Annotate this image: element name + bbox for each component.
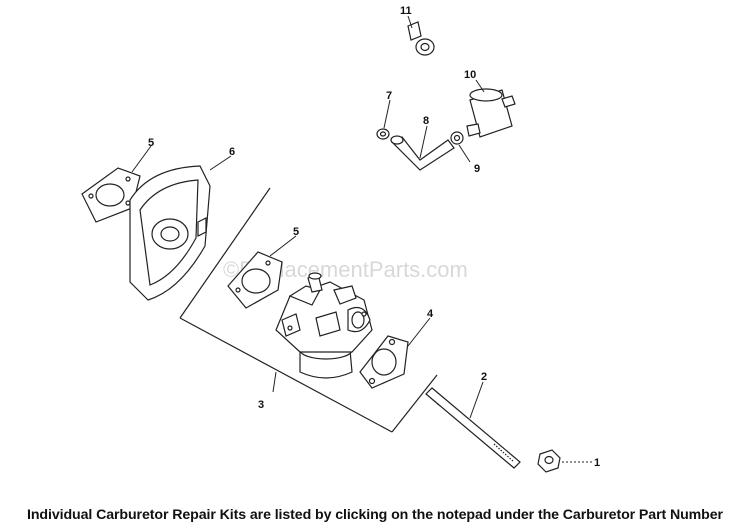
callout-3[interactable]: 3 [258, 399, 264, 411]
repair-kit-note: Individual Carburetor Repair Kits are li… [27, 507, 723, 523]
air-cleaner-base-part[interactable] [129, 165, 211, 301]
hose-clamp-left-part[interactable] [376, 128, 390, 140]
leader-lines [131, 15, 592, 463]
callout-9[interactable]: 9 [474, 163, 480, 175]
callout-10[interactable]: 10 [464, 69, 476, 81]
gasket-upper-part[interactable] [81, 167, 141, 223]
fuel-line-part[interactable] [390, 135, 455, 171]
callout-8[interactable]: 8 [423, 115, 429, 127]
callout-6[interactable]: 6 [229, 146, 235, 158]
carburetor-assembly-bracket [179, 187, 438, 433]
parts-diagram: ©ReplacementParts.com [81, 5, 600, 473]
callout-2[interactable]: 2 [481, 371, 487, 383]
carburetor-gasket-part[interactable] [359, 335, 409, 389]
fuel-filter-part[interactable] [466, 88, 516, 138]
gasket-lower-part[interactable] [227, 251, 283, 309]
callout-1[interactable]: 1 [594, 457, 600, 469]
nut-part[interactable] [537, 449, 561, 473]
carburetor-part[interactable] [275, 272, 373, 379]
callout-5-upper[interactable]: 5 [148, 137, 154, 149]
callout-5-lower[interactable]: 5 [293, 226, 299, 238]
callout-7[interactable]: 7 [386, 90, 392, 102]
clip-part[interactable] [407, 21, 435, 56]
callout-11[interactable]: 11 [400, 5, 412, 17]
callout-4[interactable]: 4 [427, 308, 434, 320]
stud-part[interactable] [425, 387, 521, 469]
hose-clamp-right-part[interactable] [450, 131, 464, 145]
